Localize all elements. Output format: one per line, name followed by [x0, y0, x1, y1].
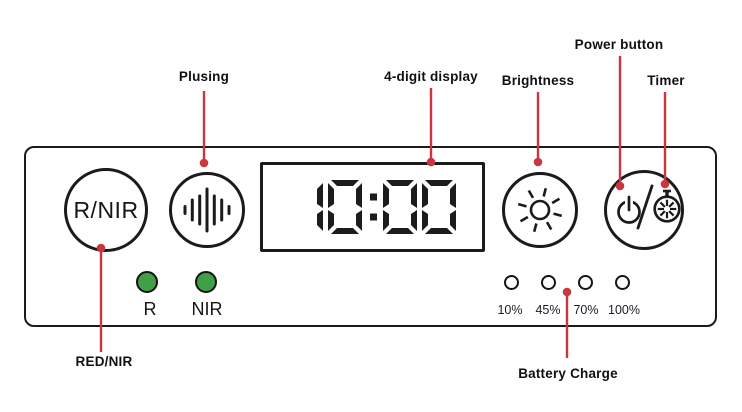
battery-dot-70	[577, 275, 593, 290]
pulsing-label: Plusing	[178, 69, 230, 84]
power-button-label: Power button	[574, 37, 664, 52]
red-led-label: R	[143, 299, 157, 319]
nir-led-indicator	[195, 271, 217, 293]
sun-icon	[517, 187, 563, 233]
battery-dot-45	[540, 275, 556, 290]
red-nir-mode-button[interactable]: R/NIR	[64, 168, 148, 252]
control-panel: R/NIR	[24, 146, 717, 327]
red-nir-button-label: R/NIR	[73, 196, 139, 223]
brightness-label: Brightness	[501, 73, 575, 88]
slash-divider	[636, 184, 654, 230]
battery-dot-10	[503, 275, 519, 290]
battery-level-70: 70%	[573, 303, 599, 317]
pulsing-button[interactable]	[169, 172, 245, 248]
stopwatch-icon	[653, 189, 681, 223]
display-label: 4-digit display	[384, 69, 478, 84]
waveform-icon	[183, 187, 231, 233]
battery-level-100: 100%	[608, 303, 640, 317]
brightness-button[interactable]	[502, 172, 578, 248]
nir-led-label: NIR	[191, 299, 223, 319]
red-led-indicator	[136, 271, 158, 293]
battery-level-45: 45%	[535, 303, 561, 317]
power-timer-icons	[617, 184, 681, 230]
four-digit-display	[260, 162, 485, 252]
timer-label: Timer	[647, 73, 685, 88]
power-timer-button[interactable]	[604, 170, 684, 250]
battery-level-10: 10%	[497, 303, 523, 317]
battery-charge-label: Battery Charge	[518, 366, 618, 381]
battery-dot-100	[614, 275, 630, 290]
seven-segment-readout	[317, 180, 456, 234]
red-nir-label: RED/NIR	[75, 354, 133, 369]
power-icon	[617, 195, 641, 224]
